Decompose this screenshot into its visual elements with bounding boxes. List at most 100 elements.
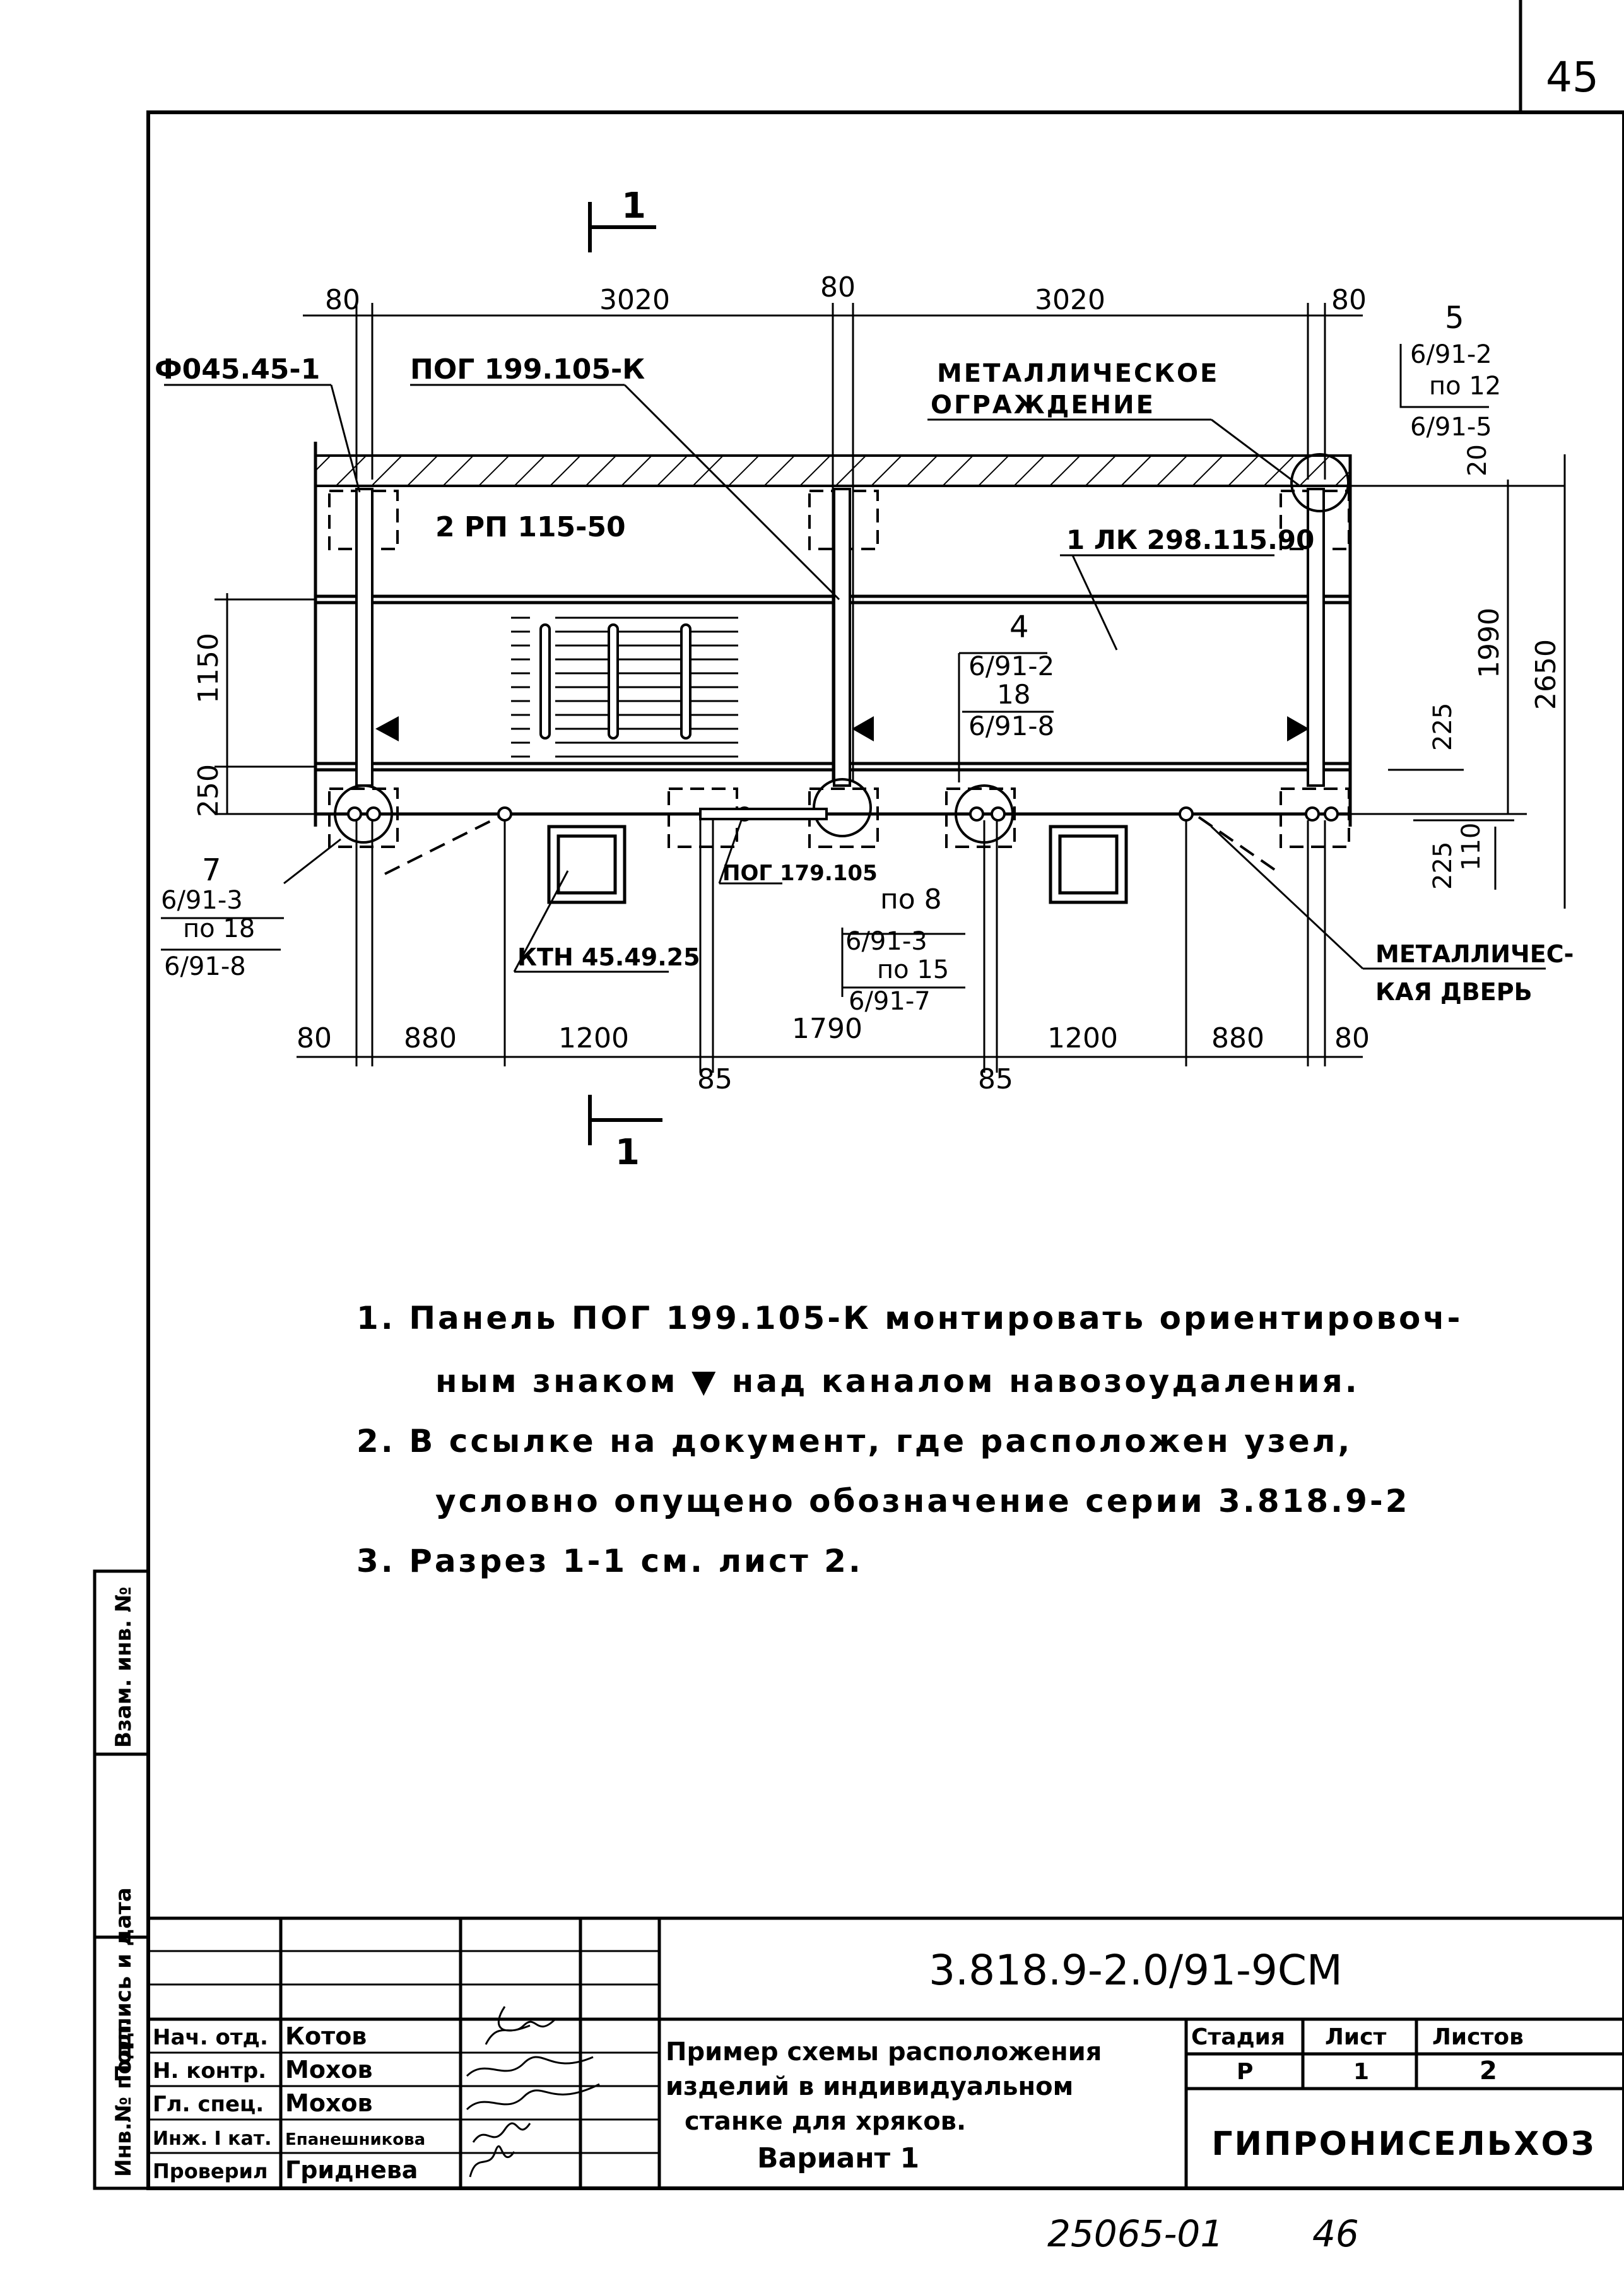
svg-text:1150: 1150 bbox=[192, 633, 225, 704]
svg-text:1200: 1200 bbox=[558, 1022, 629, 1054]
svg-text:Лист: Лист bbox=[1325, 2024, 1386, 2050]
svg-text:6/91-2: 6/91-2 bbox=[1410, 340, 1492, 369]
slab-slot bbox=[680, 623, 691, 740]
label-fence-1: МЕТАЛЛИЧЕСКОЕ bbox=[937, 359, 1219, 388]
svg-text:ГИПРОНИСЕЛЬХОЗ: ГИПРОНИСЕЛЬХОЗ bbox=[1211, 2125, 1596, 2163]
svg-text:3020: 3020 bbox=[1035, 284, 1105, 316]
svg-text:1: 1 bbox=[615, 1132, 640, 1173]
note-1-line-1: 1. Панель ПОГ 199.105-К монтировать орие… bbox=[356, 1300, 1463, 1336]
note-2-line-2: условно опущено обозначение серии 3.818.… bbox=[435, 1483, 1410, 1519]
svg-text:Котов: Котов bbox=[285, 2022, 367, 2050]
floor-slabs-area bbox=[511, 606, 738, 760]
svg-text:1990: 1990 bbox=[1473, 608, 1505, 678]
svg-text:225: 225 bbox=[1428, 842, 1457, 890]
svg-text:6/91-3: 6/91-3 bbox=[845, 927, 927, 956]
node-callout-7: 7 6/91-3 по 18 6/91-8 bbox=[161, 852, 281, 981]
bottom-dimensions: 80 880 1200 1790 1200 880 80 85 85 bbox=[297, 820, 1370, 1095]
label-fence-2: ОГРАЖДЕНИЕ bbox=[931, 391, 1155, 420]
svg-text:Инв.№ подл.: Инв.№ подл. bbox=[111, 2019, 136, 2177]
svg-text:Вариант 1: Вариант 1 bbox=[757, 2142, 919, 2174]
node-callout-4: 4 6/91-2 18 6/91-8 bbox=[962, 610, 1054, 741]
svg-text:Листов: Листов bbox=[1432, 2024, 1524, 2050]
door-swings bbox=[384, 816, 1282, 875]
svg-text:1790: 1790 bbox=[792, 1013, 862, 1045]
orientation-marks bbox=[375, 716, 1309, 741]
svg-text:2650: 2650 bbox=[1530, 639, 1562, 710]
leader-lines bbox=[161, 384, 1546, 997]
label-column: Ф045.45-1 bbox=[155, 353, 320, 386]
windows bbox=[547, 825, 1128, 904]
svg-text:110: 110 bbox=[1457, 823, 1486, 871]
sheet-number: 45 bbox=[1546, 53, 1599, 102]
svg-text:6/91-2: 6/91-2 bbox=[968, 651, 1054, 681]
note-1-line-2: ным знаком ▼ над каналом навозоудаления. bbox=[435, 1363, 1360, 1400]
svg-text:Нач. отд.: Нач. отд. bbox=[153, 2025, 268, 2050]
section-mark-bottom: 1 bbox=[588, 1095, 662, 1173]
svg-text:880: 880 bbox=[1211, 1022, 1264, 1054]
slab-slot bbox=[539, 623, 551, 740]
title-block-text: 3.818.9-2.0/91-9СМ Нач. отд. Н. контр. Г… bbox=[153, 1946, 1596, 2184]
drawing-frame bbox=[146, 110, 1624, 2190]
svg-text:80: 80 bbox=[820, 271, 856, 304]
label-panel-top: ПОГ 199.105-К bbox=[410, 353, 645, 386]
svg-text:85: 85 bbox=[697, 1063, 733, 1095]
archive-number: 25065-01 bbox=[1047, 2212, 1223, 2255]
label-door-1: МЕТАЛЛИЧЕС- bbox=[1375, 940, 1574, 968]
svg-text:80: 80 bbox=[297, 1022, 332, 1054]
right-dimensions: 20 1990 2650 225 225 110 bbox=[1350, 444, 1566, 909]
label-ktn: КТН 45.49.25 bbox=[517, 943, 700, 971]
left-dimensions: 1150 250 bbox=[192, 593, 315, 817]
svg-text:по 8: по 8 bbox=[880, 883, 942, 916]
label-lk: 1 ЛК 298.115.90 bbox=[1066, 524, 1314, 555]
svg-text:Епанешникова: Епанешникова bbox=[285, 2130, 425, 2149]
svg-text:6/91-7: 6/91-7 bbox=[849, 987, 931, 1016]
metal-fence-strip bbox=[314, 454, 1351, 487]
svg-text:1: 1 bbox=[621, 186, 646, 227]
svg-text:80: 80 bbox=[1334, 1022, 1370, 1054]
svg-text:1200: 1200 bbox=[1047, 1022, 1118, 1054]
svg-text:Гриднева: Гриднева bbox=[285, 2156, 418, 2184]
svg-text:7: 7 bbox=[202, 852, 221, 888]
svg-text:Взам. инв. №: Взам. инв. № bbox=[111, 1586, 136, 1748]
node-callout-5: 5 6/91-2 по 12 6/91-5 bbox=[1399, 300, 1501, 442]
svg-text:4: 4 bbox=[1009, 610, 1029, 645]
svg-text:станке для хряков.: станке для хряков. bbox=[685, 2107, 966, 2136]
bottom-panel bbox=[699, 808, 828, 820]
svg-text:по 12: по 12 bbox=[1429, 372, 1501, 401]
signatures bbox=[466, 2006, 600, 2178]
svg-text:1: 1 bbox=[1353, 2059, 1369, 2085]
svg-text:6/91-3: 6/91-3 bbox=[161, 886, 243, 915]
slab-slot bbox=[608, 623, 619, 740]
side-stamp: Инв.№ подл. Подпись и дата Взам. инв. № bbox=[93, 1569, 150, 2190]
svg-text:225: 225 bbox=[1428, 703, 1457, 751]
svg-text:2: 2 bbox=[1480, 2056, 1497, 2085]
svg-text:Мохов: Мохов bbox=[285, 2089, 373, 2117]
svg-text:Проверил: Проверил bbox=[153, 2159, 268, 2183]
svg-text:250: 250 bbox=[192, 764, 225, 817]
label-door-2: КАЯ ДВЕРЬ bbox=[1375, 978, 1533, 1006]
svg-text:80: 80 bbox=[325, 284, 360, 316]
note-3: 3. Разрез 1-1 см. лист 2. bbox=[356, 1543, 863, 1579]
svg-text:по 18: по 18 bbox=[183, 914, 255, 943]
svg-text:Мохов: Мохов bbox=[285, 2056, 373, 2084]
svg-text:80: 80 bbox=[1331, 284, 1367, 316]
svg-text:5: 5 bbox=[1445, 300, 1464, 336]
sheet-number-box: 45 bbox=[1519, 0, 1624, 114]
svg-text:85: 85 bbox=[978, 1063, 1013, 1095]
svg-text:6/91-8: 6/91-8 bbox=[164, 952, 246, 981]
svg-text:6/91-5: 6/91-5 bbox=[1410, 413, 1492, 442]
node-callout-8: по 8 6/91-3 по 15 6/91-7 bbox=[842, 883, 965, 1016]
label-panel-bottom: ПОГ 179.105 bbox=[722, 861, 878, 886]
note-2-line-1: 2. В ссылке на документ, где расположен … bbox=[356, 1423, 1353, 1459]
svg-text:изделий в индивидуальном: изделий в индивидуальном bbox=[666, 2072, 1073, 2101]
svg-text:3020: 3020 bbox=[599, 284, 670, 316]
svg-text:Инж. I кат.: Инж. I кат. bbox=[153, 2128, 272, 2150]
svg-text:880: 880 bbox=[404, 1022, 457, 1054]
columns bbox=[328, 488, 1350, 848]
title-block-grid bbox=[148, 1916, 1624, 2188]
svg-text:Р: Р bbox=[1237, 2059, 1253, 2085]
svg-text:по 15: по 15 bbox=[877, 955, 949, 984]
drawing-labels: Ф045.45-1 ПОГ 199.105-К МЕТАЛЛИЧЕСКОЕ ОГ… bbox=[155, 353, 1574, 1006]
svg-text:Подпись и дата: Подпись и дата bbox=[111, 1887, 136, 2082]
